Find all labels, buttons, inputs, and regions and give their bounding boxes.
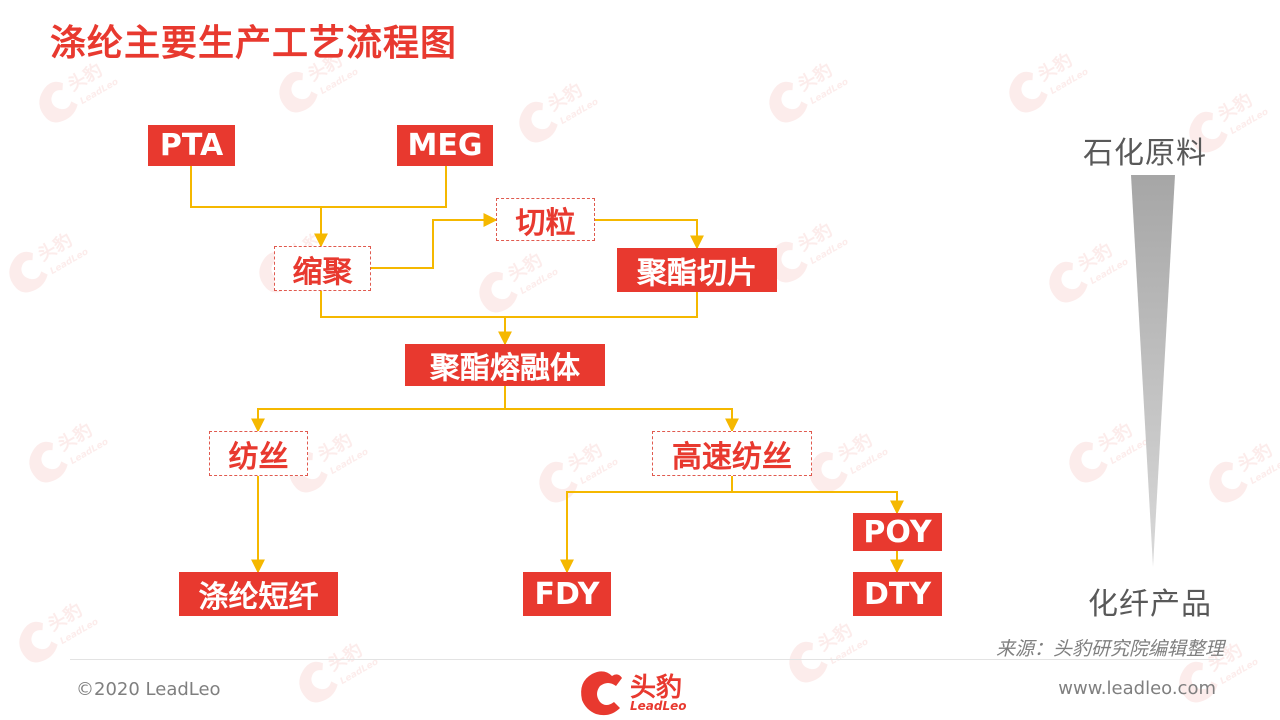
connector-qieli-qiepian	[595, 219, 704, 250]
leopard-icon	[581, 671, 622, 716]
leadleo-logo: 头豹 LeadLeo	[578, 664, 718, 720]
connector-to-gaosu	[505, 408, 739, 433]
footer-divider	[70, 659, 1220, 660]
node-juzhiqiepian: 聚酯切片	[617, 248, 777, 292]
gradient-wedge	[1131, 175, 1175, 567]
node-suoju: 缩聚	[274, 246, 371, 291]
node-qieli: 切粒	[496, 198, 595, 241]
node-poy: POY	[853, 513, 942, 551]
connector-pta-meg	[190, 166, 447, 208]
footer-copyright: ©2020 LeadLeo	[76, 679, 221, 700]
node-dty: DTY	[853, 572, 942, 616]
connector-gaosu-fdy	[560, 476, 733, 574]
side-label-bottom: 化纤产品	[1088, 587, 1212, 622]
connector-to-rongrongti	[320, 291, 698, 344]
connector-split	[251, 386, 506, 433]
node-gaosufangsi: 高速纺丝	[652, 431, 812, 476]
source-note: 来源：头豹研究院编辑整理	[995, 638, 1224, 660]
node-meg: MEG	[397, 125, 493, 166]
footer-website[interactable]: www.leadleo.com	[1058, 678, 1216, 699]
connector-gaosu-poy	[732, 491, 904, 515]
node-fangsi: 纺丝	[209, 431, 308, 476]
logo-text-en: LeadLeo	[630, 699, 687, 713]
side-label-top: 石化原料	[1083, 136, 1207, 171]
connector-suoju-qieli	[371, 213, 498, 269]
node-dilunduanxian: 涤纶短纤	[179, 572, 338, 616]
logo-text-cn: 头豹	[630, 673, 683, 703]
page-title: 涤纶主要生产工艺流程图	[50, 23, 458, 64]
node-juzhirongrongti: 聚酯熔融体	[405, 344, 605, 386]
node-pta: PTA	[148, 125, 235, 166]
node-fdy: FDY	[523, 572, 611, 616]
